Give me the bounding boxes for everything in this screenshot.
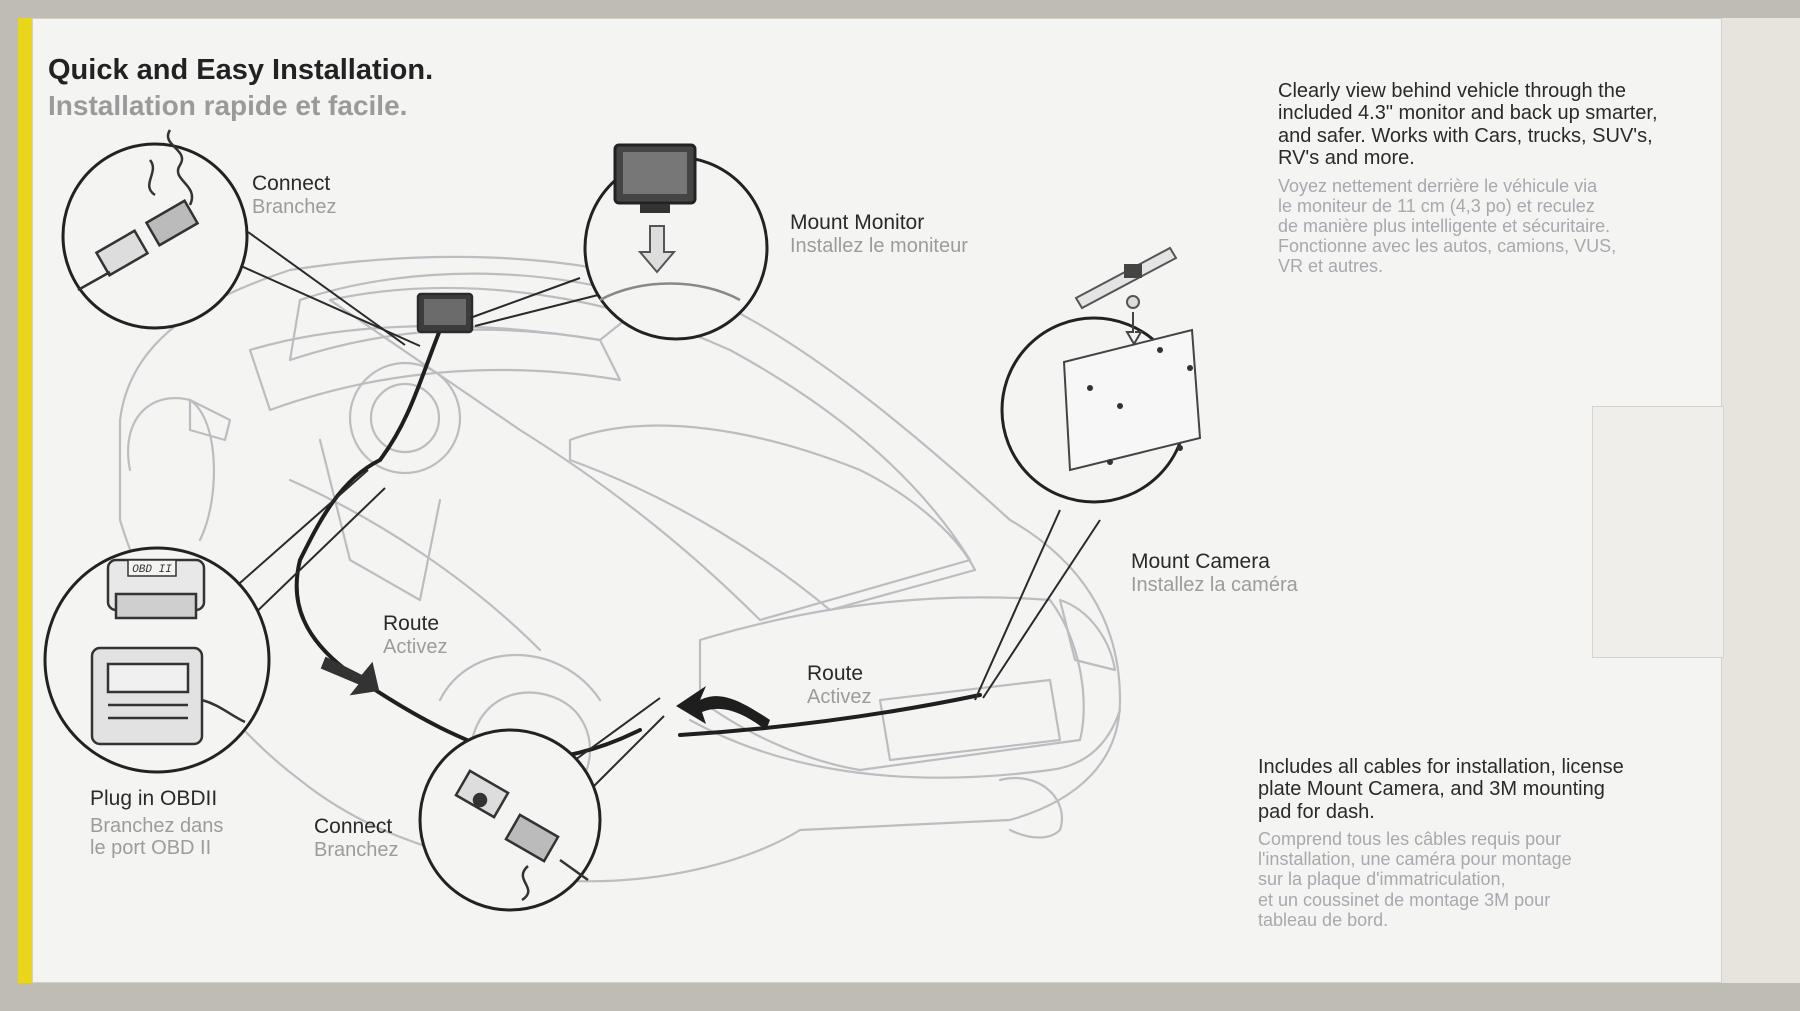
step-connect-bottom-en: Connect xyxy=(314,815,393,838)
camera-cable xyxy=(678,693,982,737)
description-top-en-2: included 4.3" monitor and back up smarte… xyxy=(1278,102,1658,125)
route-arrow-left xyxy=(320,656,380,696)
front-wheel-arch xyxy=(438,653,602,702)
description-bottom-fr-5: tableau de bord. xyxy=(1258,909,1389,930)
description-top-fr-5: VR et autres. xyxy=(1278,256,1384,277)
description-bottom: Includes all cables for installation, li… xyxy=(1258,756,1678,930)
side-mirror xyxy=(188,398,232,442)
rear-window xyxy=(568,424,977,612)
dashboard xyxy=(248,325,622,412)
trunk xyxy=(698,596,1085,772)
step-mount-camera: Mount Camera Installez la caméra xyxy=(1131,550,1298,596)
description-top-fr-3: de manière plus intelligente et sécurita… xyxy=(1278,215,1611,236)
step-connect-top-en: Connect xyxy=(252,172,331,195)
step-route-right-en: Route xyxy=(807,662,864,685)
step-plug-obd-fr-line1: Branchez dans xyxy=(90,814,224,837)
car-roof xyxy=(328,286,972,622)
camera-bracket xyxy=(1074,246,1178,346)
description-bottom-fr-3: sur la plaque d'immatriculation, xyxy=(1258,869,1506,890)
center-console xyxy=(318,438,442,602)
door-line xyxy=(288,478,542,652)
dash-monitor-screen xyxy=(424,299,466,325)
step-route-left-en: Route xyxy=(383,612,440,635)
license-plate-area xyxy=(878,678,1062,762)
step-plug-obd-en: Plug in OBDII xyxy=(90,787,218,810)
page-title-french: Installation rapide et facile. xyxy=(48,90,408,121)
description-top-en-4: RV's and more. xyxy=(1278,147,1415,170)
left-wheel-arch xyxy=(127,397,216,542)
steering-wheel-inner xyxy=(369,382,441,454)
callout-connect-top xyxy=(61,129,249,330)
step-mount-monitor-fr: Installez le moniteur xyxy=(790,234,968,257)
description-top-fr-2: le moniteur de 11 cm (4,3 po) et reculez xyxy=(1278,195,1595,216)
steering-wheel-outer xyxy=(348,361,462,475)
step-connect-bottom-fr: Branchez xyxy=(314,838,399,861)
callout-obd: OBD II xyxy=(43,546,271,774)
callout-lines xyxy=(231,231,1101,791)
description-bottom-fr-2: l'installation, une caméra pour montage xyxy=(1258,849,1572,870)
step-plug-obd-fr-line2: le port OBD II xyxy=(90,836,212,859)
description-bottom-en-1: Includes all cables for installation, li… xyxy=(1258,756,1624,778)
step-mount-camera-en: Mount Camera xyxy=(1131,550,1270,573)
page-title: Quick and Easy Installation. xyxy=(48,54,434,86)
step-mount-monitor-en: Mount Monitor xyxy=(790,211,925,234)
car-outline xyxy=(118,255,1122,883)
taillight-right xyxy=(1058,598,1117,672)
route-arrow-right xyxy=(676,686,770,730)
description-bottom-fr-4: et un coussinet de montage 3M pour xyxy=(1258,889,1551,910)
box-flap xyxy=(1592,406,1724,658)
description-top-fr-4: Fonctionne avec les autos, camions, VUS, xyxy=(1278,236,1617,257)
step-route-right: Route Activez xyxy=(807,662,871,708)
callout-mount-camera xyxy=(1000,316,1202,504)
step-connect-bottom: Connect Branchez xyxy=(314,815,399,861)
callout-mount-monitor xyxy=(583,143,769,341)
description-bottom-fr-1: Comprend tous les câbles requis pour xyxy=(1258,829,1562,850)
description-top: Clearly view behind vehicle through the … xyxy=(1278,80,1698,276)
description-top-en-3: and safer. Works with Cars, trucks, SUV'… xyxy=(1278,124,1653,147)
description-top-fr-1: Voyez nettement derrière le véhicule via xyxy=(1278,175,1598,196)
rear-bumper xyxy=(688,708,1122,779)
cable-route xyxy=(294,328,982,762)
car-body xyxy=(118,255,1122,883)
step-route-left: Route Activez xyxy=(383,612,447,658)
step-connect-top: Connect Branchez xyxy=(252,172,337,218)
step-mount-camera-fr: Installez la caméra xyxy=(1131,573,1298,596)
description-bottom-en-2: plate Mount Camera, and 3M mounting xyxy=(1258,778,1605,801)
description-top-en-1: Clearly view behind vehicle through the xyxy=(1278,80,1626,102)
callout-connect-bottom xyxy=(418,728,602,912)
step-connect-top-fr: Branchez xyxy=(252,195,337,218)
obd-tag: OBD II xyxy=(132,564,172,576)
step-mount-monitor: Mount Monitor Installez le moniteur xyxy=(790,211,968,257)
step-route-right-fr: Activez xyxy=(807,685,872,708)
dash-monitor xyxy=(416,292,474,334)
exhaust xyxy=(1008,828,1062,839)
rear-wheel xyxy=(998,777,1063,832)
step-plug-obd: Plug in OBDII Branchez dans le port OBD … xyxy=(90,787,223,859)
step-route-left-fr: Activez xyxy=(383,635,448,658)
description-bottom-en-3: pad for dash. xyxy=(1258,800,1375,823)
box-panel xyxy=(18,18,1724,983)
